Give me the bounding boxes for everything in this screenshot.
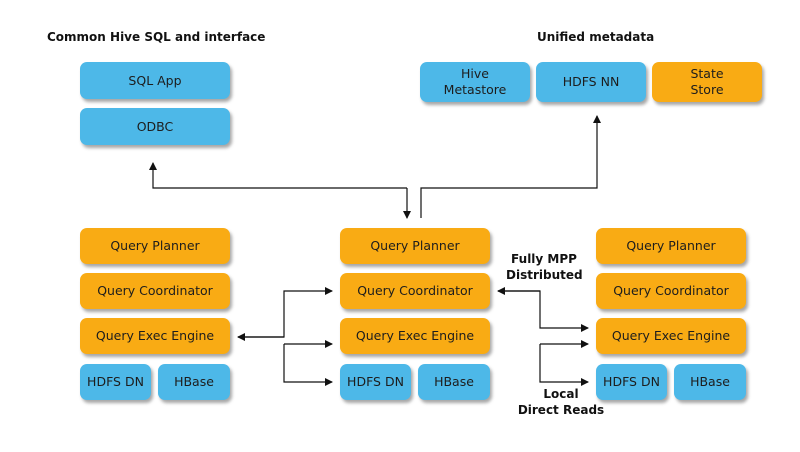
local-direct-reads-label: Local Direct Reads [516, 386, 606, 418]
query-coordinator-label: Query Coordinator [97, 283, 213, 299]
query-planner-label: Query Planner [110, 238, 200, 254]
state-store-line2: Store [690, 82, 724, 97]
node-center-hbase: HBase [418, 364, 490, 400]
common-hive-label: Common Hive SQL and interface [47, 30, 266, 44]
node-right-hbase: HBase [674, 364, 746, 400]
local-reads-line2: Direct Reads [517, 403, 605, 418]
node-left-hbase: HBase [158, 364, 230, 400]
sql-app-box: SQL App [80, 62, 230, 99]
hbase-label: HBase [434, 374, 474, 390]
query-exec-engine-label: Query Exec Engine [611, 328, 731, 344]
node-right-hdfs-dn: HDFS DN [596, 364, 667, 400]
node-left-query-exec-engine: Query Exec Engine [80, 318, 230, 354]
arrow-center-coord-to-right-exec [498, 290, 589, 332]
hive-metastore-box: Hive Metastore [420, 62, 530, 102]
query-exec-engine-label: Query Exec Engine [95, 328, 215, 344]
hdfs-dn-label: HDFS DN [87, 374, 144, 390]
sql-app-label: SQL App [128, 72, 182, 88]
query-planner-label: Query Planner [370, 238, 460, 254]
node-right-query-coordinator: Query Coordinator [596, 273, 746, 309]
hdfs-dn-label: HDFS DN [603, 374, 660, 390]
fully-mpp-label: Fully MPP Distributed [506, 251, 583, 283]
query-exec-engine-label: Query Exec Engine [355, 328, 475, 344]
query-planner-label: Query Planner [626, 238, 716, 254]
node-left-hdfs-dn: HDFS DN [80, 364, 151, 400]
hbase-label: HBase [690, 374, 730, 390]
node-right-query-exec-engine: Query Exec Engine [596, 318, 746, 354]
odbc-label: ODBC [136, 118, 174, 134]
node-left-query-coordinator: Query Coordinator [80, 273, 230, 309]
hdfs-nn-label: HDFS NN [562, 74, 620, 90]
hbase-label: HBase [174, 374, 214, 390]
node-center-query-planner: Query Planner [340, 228, 490, 264]
fully-mpp-line1: Fully MPP [511, 252, 577, 266]
state-store-box: State Store [652, 62, 762, 102]
node-center-hdfs-dn: HDFS DN [340, 364, 411, 400]
arrow-left-exec-to-center-coord [238, 287, 333, 338]
arrow-planner-to-odbc [149, 162, 407, 189]
arrow-center-local-hdfs [283, 344, 333, 386]
odbc-box: ODBC [80, 108, 230, 145]
query-coordinator-label: Query Coordinator [613, 283, 729, 299]
node-center-query-exec-engine: Query Exec Engine [340, 318, 490, 354]
node-right-query-planner: Query Planner [596, 228, 746, 264]
hdfs-nn-box: HDFS NN [536, 62, 646, 102]
state-store-line1: State [690, 66, 724, 82]
arrow-planner-to-metadata [420, 115, 601, 218]
node-left-query-planner: Query Planner [80, 228, 230, 264]
hive-metastore-line2: Metastore [443, 82, 507, 97]
hive-metastore-line1: Hive [461, 66, 489, 82]
query-coordinator-label: Query Coordinator [357, 283, 473, 299]
hdfs-dn-label: HDFS DN [347, 374, 404, 390]
unified-metadata-label: Unified metadata [537, 30, 655, 44]
local-reads-line1: Local [543, 387, 579, 401]
arrow-right-local-hdfs [539, 344, 589, 386]
node-center-query-coordinator: Query Coordinator [340, 273, 490, 309]
fully-mpp-line2: Distributed [506, 268, 583, 283]
